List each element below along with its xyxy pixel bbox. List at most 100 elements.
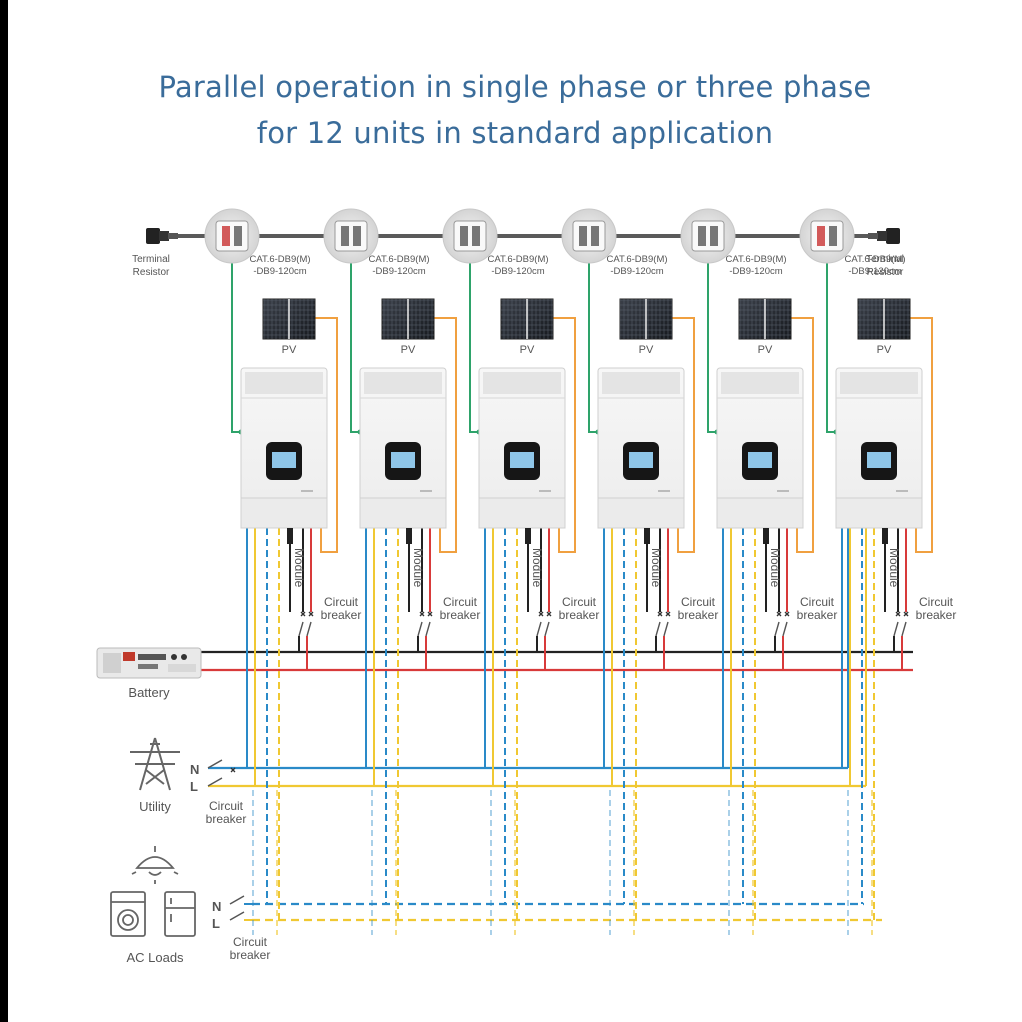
cable-label-4-line-2: -DB9-120cm	[610, 266, 663, 277]
inverter-screen-6	[867, 452, 891, 468]
hub-port-b-4	[591, 226, 599, 246]
inverter-screen-3	[510, 452, 534, 468]
ac-loads-label: AC Loads	[126, 950, 184, 965]
battery-breaker-lever-1	[298, 621, 312, 637]
hub-port-b-2	[353, 226, 361, 246]
battery-breaker-label-5-line-2: breaker	[797, 608, 838, 622]
cable-label-2-line-2: -DB9-120cm	[372, 266, 425, 277]
pv-wire-4	[672, 317, 695, 553]
load-neutral-label: N	[212, 899, 221, 914]
hub-plate-3	[453, 220, 487, 252]
inverter-screen-5	[748, 452, 772, 468]
load-breaker-label-1: Circuit	[233, 935, 268, 949]
pv-wire-2	[434, 317, 457, 553]
comm-wire-3	[469, 263, 479, 433]
diagram-canvas: Parallel operation in single phase or th…	[8, 0, 1022, 1022]
hub-port-b-5	[710, 226, 718, 246]
battery-breaker-lever-5	[774, 621, 788, 637]
pv-wire-3	[553, 317, 576, 553]
module-label-3: Module	[530, 548, 544, 588]
hub-plate-2	[334, 220, 368, 252]
inverter-screen-4	[629, 452, 653, 468]
hub-port-b-3	[472, 226, 480, 246]
hub-port-b-6	[829, 226, 837, 246]
inverter-logo-5	[777, 490, 789, 492]
module-plug-4	[644, 528, 650, 544]
comm-wire-6	[826, 263, 836, 433]
module-label-5: Module	[768, 548, 782, 588]
cable-label-4-line-1: CAT.6-DB9(M)	[606, 254, 667, 265]
diagram-title-line-2: for 12 units in standard application	[256, 116, 774, 150]
inverter-vent-2	[364, 372, 442, 394]
comm-wire-2	[350, 263, 360, 433]
inverter-base-3	[478, 497, 566, 529]
pv-label-6: PV	[877, 344, 892, 356]
inverter-base-1	[240, 497, 328, 529]
utility-tap-mark	[230, 767, 236, 773]
pv-wire-1	[315, 317, 338, 553]
battery-label: Battery	[128, 685, 170, 700]
utility-breaker-label-1: Circuit	[209, 799, 244, 813]
load-breaker-symbol	[229, 895, 245, 921]
utility-breaker-label-2: breaker	[206, 812, 247, 826]
battery-breaker-symbol-5	[776, 611, 790, 617]
battery-breaker-symbol-2	[419, 611, 433, 617]
terminal-resistor-left-icon	[146, 228, 178, 244]
inverter-base-5	[716, 497, 804, 529]
inverter-vent-5	[721, 372, 799, 394]
utility-neutral-label: N	[190, 762, 199, 777]
hub-port-a-1	[222, 226, 230, 246]
comm-wire-5	[707, 263, 717, 433]
hub-port-a-5	[698, 226, 706, 246]
pv-label-4: PV	[639, 344, 654, 356]
hub-plate-1	[215, 220, 249, 252]
inverter-logo-4	[658, 490, 670, 492]
hub-port-b-1	[234, 226, 242, 246]
battery-breaker-lever-3	[536, 621, 550, 637]
inverter-vent-4	[602, 372, 680, 394]
inverter-vent-1	[245, 372, 323, 394]
utility-line-label: L	[190, 779, 198, 794]
comm-wire-4	[588, 263, 598, 433]
wiring-diagram: CAT.6-DB9(M)-DB9-120cmPVModuleCircuitbre…	[96, 208, 956, 965]
inverter-base-4	[597, 497, 685, 529]
module-plug-5	[763, 528, 769, 544]
battery-breaker-label-3-line-2: breaker	[559, 608, 600, 622]
hub-plate-4	[572, 220, 606, 252]
cable-label-2-line-1: CAT.6-DB9(M)	[368, 254, 429, 265]
battery-breaker-label-6-line-1: Circuit	[919, 595, 954, 609]
terminal-resistor-right-icon	[868, 228, 900, 244]
battery-breaker-label-3-line-1: Circuit	[562, 595, 597, 609]
battery-breaker-label-4-line-2: breaker	[678, 608, 719, 622]
battery-icon	[96, 647, 202, 679]
battery-breaker-label-2-line-2: breaker	[440, 608, 481, 622]
cable-label-1-line-1: CAT.6-DB9(M)	[249, 254, 310, 265]
inverter-vent-6	[840, 372, 918, 394]
pv-wire-6	[910, 317, 933, 553]
inverter-logo-3	[539, 490, 551, 492]
utility-label: Utility	[139, 799, 171, 814]
module-plug-1	[287, 528, 293, 544]
module-plug-2	[406, 528, 412, 544]
battery-breaker-label-1-line-2: breaker	[321, 608, 362, 622]
inverter-screen-2	[391, 452, 415, 468]
diagram-title-line-1: Parallel operation in single phase or th…	[158, 70, 872, 104]
washing-machine-icon	[110, 891, 146, 937]
cable-label-3-line-1: CAT.6-DB9(M)	[487, 254, 548, 265]
inverter-base-6	[835, 497, 923, 529]
cable-label-5-line-2: -DB9-120cm	[729, 266, 782, 277]
hub-plate-5	[691, 220, 725, 252]
load-line-label: L	[212, 916, 220, 931]
terminal-resistor-right-label-1: Terminal	[866, 254, 904, 265]
terminal-resistor-left-label-2: Resistor	[133, 267, 170, 278]
inverter-screen-1	[272, 452, 296, 468]
battery-breaker-symbol-1	[300, 611, 314, 617]
utility-tower-icon	[130, 737, 180, 791]
cable-label-6-line-2: -DB9-120cm	[848, 266, 901, 277]
pv-label-2: PV	[401, 344, 416, 356]
pv-label-3: PV	[520, 344, 535, 356]
hub-port-a-3	[460, 226, 468, 246]
hub-port-a-6	[817, 226, 825, 246]
module-label-1: Module	[292, 548, 306, 588]
comm-wire-1	[231, 263, 241, 433]
